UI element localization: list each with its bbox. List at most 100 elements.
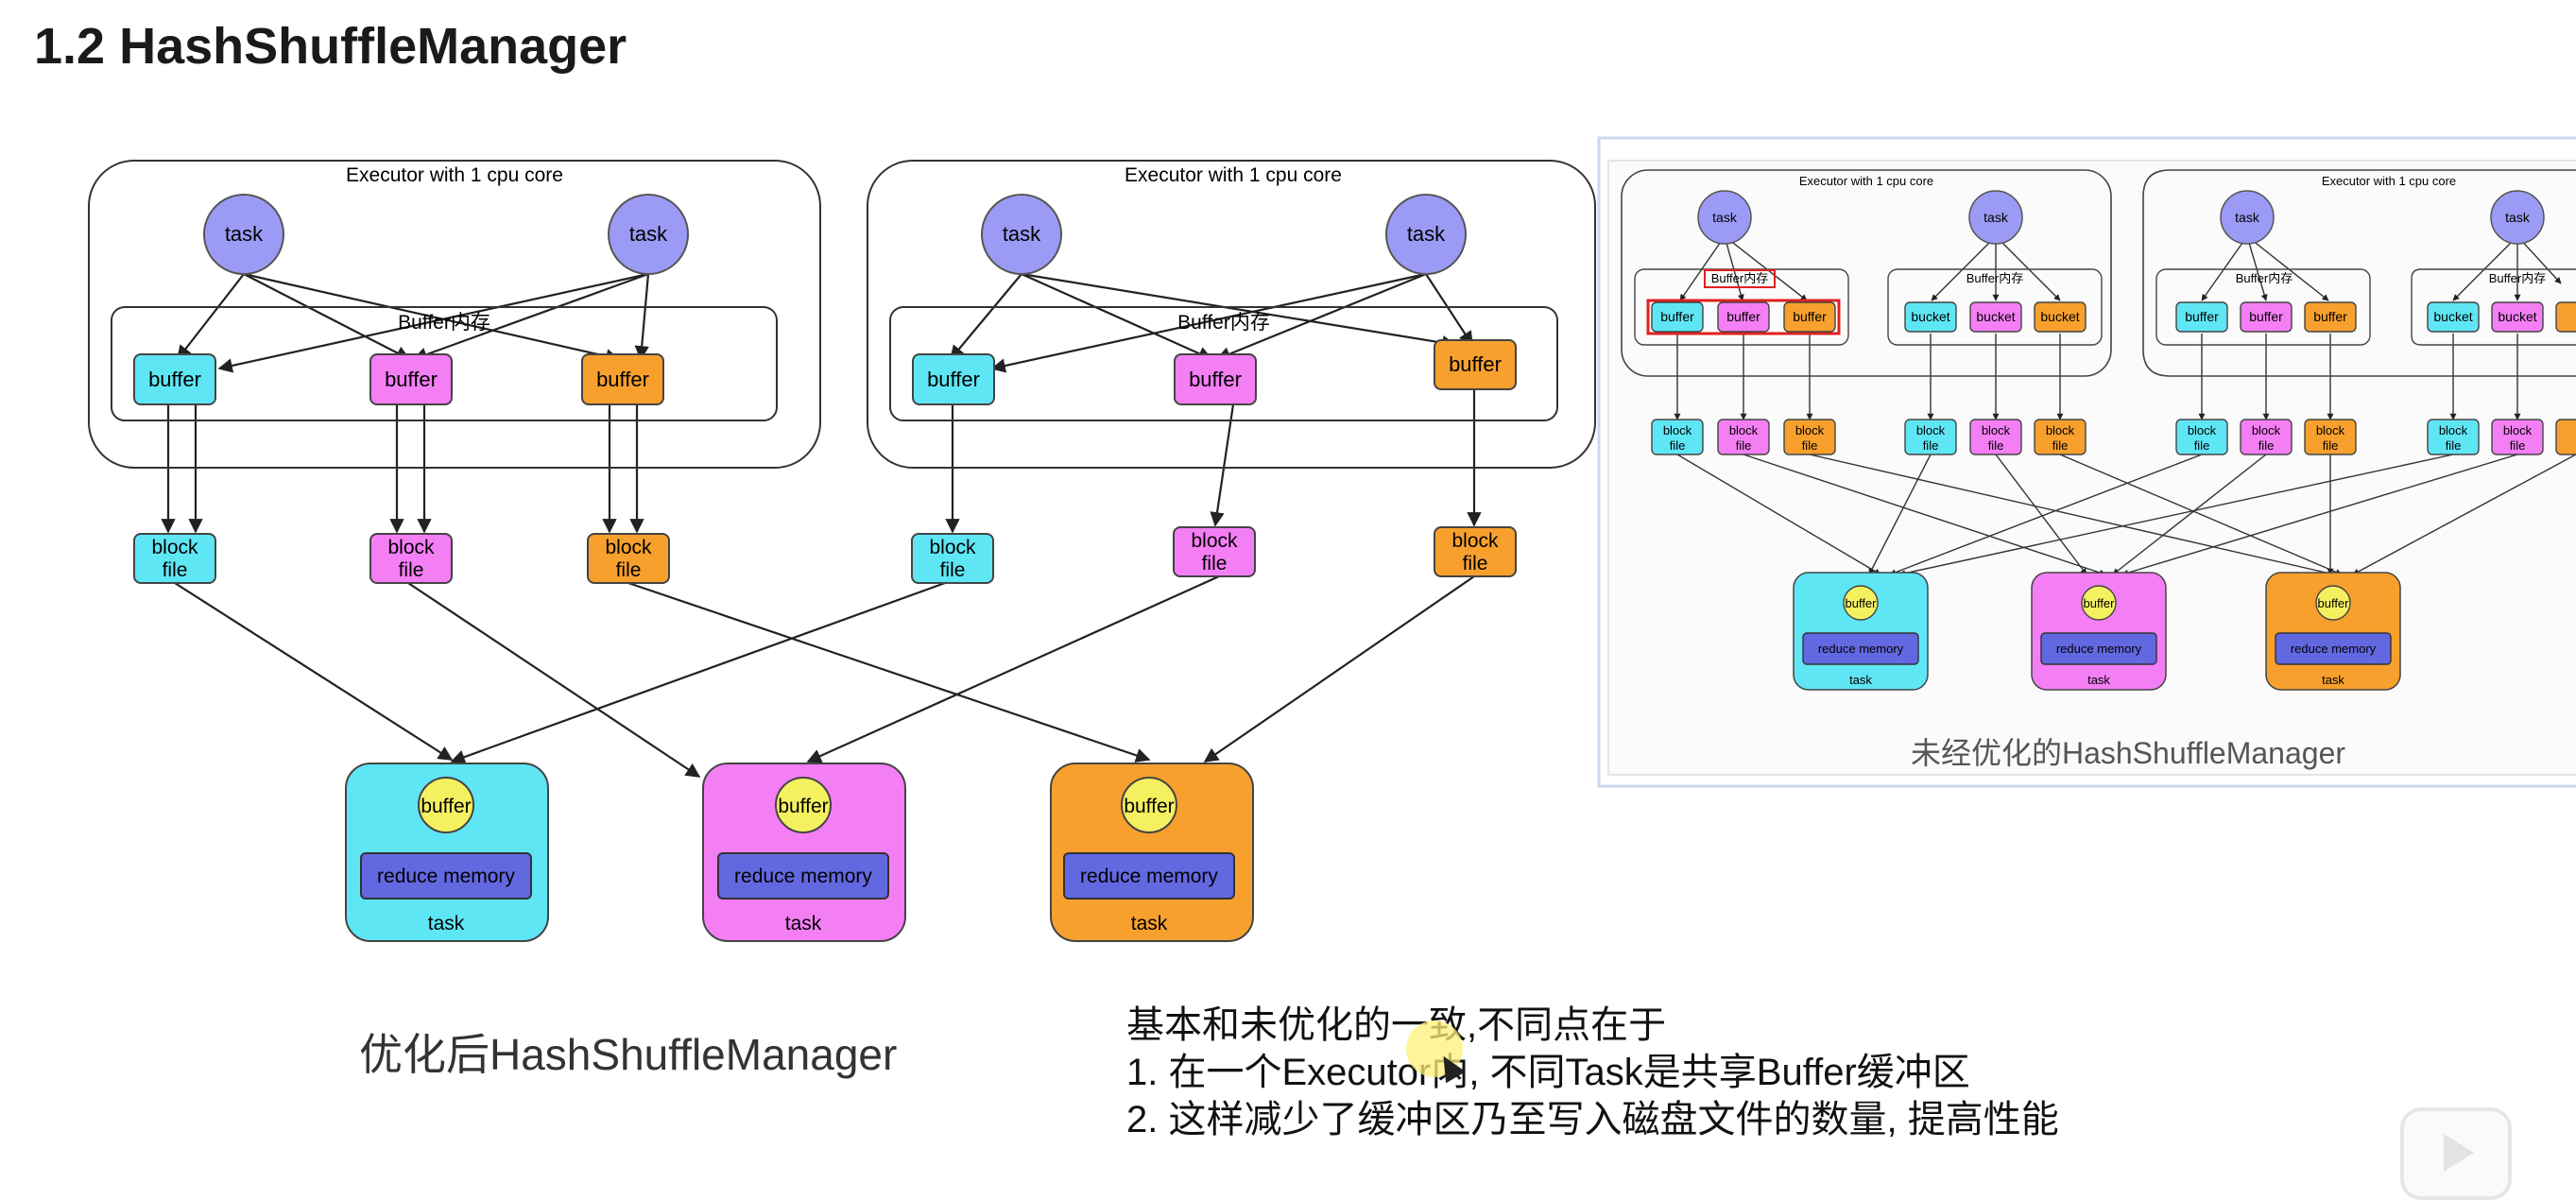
- block-file-label: block: [2046, 423, 2075, 437]
- block-file-node: [911, 533, 994, 584]
- bucket-node: [2491, 301, 2544, 333]
- map-task-node: [1697, 190, 1752, 245]
- buffer-label: buffer: [148, 368, 201, 391]
- buffer-label: buffer: [2185, 309, 2219, 324]
- reduce-memory-label: reduce memory: [2056, 642, 2142, 656]
- reduce-buffer-label: buffer: [2317, 596, 2349, 610]
- block-file-label: file: [2194, 438, 2210, 453]
- executor-label: Executor with 1 cpu core: [1799, 174, 1933, 188]
- block-file-node: [369, 533, 453, 584]
- notes: 基本和未优化的一致,不同点在于 1. 在一个Executor内, 不同Task是…: [1126, 1002, 2059, 1143]
- buffer-node: [1434, 339, 1517, 390]
- reduce-memory-box: [1063, 852, 1235, 900]
- reduce-task-label: task: [428, 913, 465, 934]
- map-task-label: task: [2505, 210, 2531, 225]
- block-file-label: file: [2323, 438, 2339, 453]
- unoptimized-edges: [1674, 235, 2576, 577]
- reduce-task-label: task: [785, 913, 822, 934]
- block-file-label: block: [1916, 423, 1946, 437]
- reduce-buffer-node: [418, 777, 474, 833]
- buffer-node: [369, 353, 453, 405]
- map-task-label: task: [225, 222, 264, 246]
- block-file-node: [1904, 419, 1957, 455]
- block-file-node: [2427, 419, 2480, 455]
- block-file-label: block: [2188, 423, 2217, 437]
- block-file-label: block: [2252, 423, 2281, 437]
- reduce-memory-label: reduce memory: [734, 866, 872, 887]
- bucket-node-cropped: [2555, 301, 2576, 333]
- map-task-node: [2490, 190, 2545, 245]
- play-icon[interactable]: [2400, 1107, 2512, 1200]
- reduce-memory-label: reduce memory: [2291, 642, 2377, 656]
- buffer-node: [1717, 301, 1770, 333]
- block-file-node: [2240, 419, 2293, 455]
- block-file-label: file: [399, 559, 424, 581]
- optimized-caption: 优化后HashShuffleManager: [359, 1030, 898, 1079]
- block-file-label: block: [151, 537, 198, 558]
- block-file-label: file: [1736, 438, 1752, 453]
- block-file-node: [2175, 419, 2228, 455]
- reduce-memory-box: [717, 852, 889, 900]
- executor-2: Executor with 1 cpu core Buffer内存 task t…: [867, 160, 1596, 469]
- reduce-buffer-node: [2081, 585, 2117, 621]
- block-file-label: block: [1729, 423, 1759, 437]
- map-task-node: [2220, 190, 2275, 245]
- reduce-task-label: task: [1849, 673, 1872, 687]
- buffer-label: buffer: [927, 368, 980, 391]
- buffer-node: [1783, 301, 1836, 333]
- note-line: 基本和未优化的一致,不同点在于: [1126, 1004, 1667, 1046]
- reduce-memory-box: [360, 852, 532, 900]
- buffer-node: [2175, 301, 2228, 333]
- block-file-label: file: [940, 559, 966, 581]
- unoptimized-executor-a: Executor with 1 cpu core Buffer内存 Buffer…: [1621, 169, 2112, 377]
- unoptimized-executor-b: Executor with 1 cpu core Buffer内存 Buffer…: [2142, 169, 2576, 377]
- block-file-label: block: [1451, 530, 1499, 552]
- block-file-label: block: [1191, 530, 1238, 552]
- block-file-node-cropped: [2555, 419, 2576, 455]
- reduce-memory-label: reduce memory: [377, 866, 515, 887]
- optimized-reduce-task-magenta: buffer reduce memory task: [702, 763, 906, 942]
- reduce-buffer-node: [1843, 585, 1879, 621]
- buffer-node: [133, 353, 216, 405]
- buffer-area-label: Buffer内存: [1711, 271, 1768, 285]
- block-file-node: [1783, 419, 1836, 455]
- note-line: 1. 在一个Executor内, 不同Task是共享Buffer缓冲区: [1126, 1052, 1970, 1093]
- reduce-memory-label: reduce memory: [1818, 642, 1904, 656]
- buffer-label: buffer: [596, 368, 649, 391]
- map-task-label: task: [1984, 210, 2009, 225]
- block-file-label: file: [2446, 438, 2462, 453]
- block-file-label: file: [2258, 438, 2275, 453]
- block-file-label: block: [1663, 423, 1692, 437]
- reduce-memory-box: [2040, 632, 2157, 665]
- reduce-task-label: task: [1131, 913, 1168, 934]
- buffer-label: buffer: [1726, 309, 1760, 324]
- optimized-diagram: Executor with 1 cpu core Buffer内存 task t…: [88, 160, 1596, 942]
- map-task-label: task: [1712, 210, 1738, 225]
- map-task-node: [608, 194, 689, 275]
- map-task-label: task: [1003, 222, 1041, 246]
- block-file-label: file: [1923, 438, 1939, 453]
- buffer-node: [2240, 301, 2293, 333]
- buffer-area-label: Buffer内存: [398, 312, 490, 334]
- block-file-node: [133, 533, 216, 584]
- cursor-highlight: [1406, 1020, 1463, 1077]
- unoptimized-diagram: Executor with 1 cpu core Buffer内存 Buffer…: [1597, 136, 2576, 788]
- block-file-label: file: [1988, 438, 2004, 453]
- reduce-buffer-label: buffer: [778, 796, 828, 817]
- bucket-label: bucket: [2433, 309, 2472, 324]
- reduce-buffer-label: buffer: [1845, 596, 1877, 610]
- reduce-buffer-label: buffer: [421, 796, 471, 817]
- bucket-label: bucket: [2040, 309, 2079, 324]
- bucket-label: bucket: [2498, 309, 2536, 324]
- block-file-label: block: [605, 537, 652, 558]
- block-file-node: [1969, 419, 2022, 455]
- reduce-buffer-node: [775, 777, 832, 833]
- block-file-node: [1173, 526, 1256, 577]
- optimized-reduce-task-cyan: buffer reduce memory task: [345, 763, 549, 942]
- reduce-memory-label: reduce memory: [1080, 866, 1218, 887]
- bucket-node: [2034, 301, 2087, 333]
- reduce-buffer-node: [2315, 585, 2351, 621]
- reduce-buffer-label: buffer: [1124, 796, 1174, 817]
- map-task-node: [1385, 194, 1467, 275]
- block-file-node: [2491, 419, 2544, 455]
